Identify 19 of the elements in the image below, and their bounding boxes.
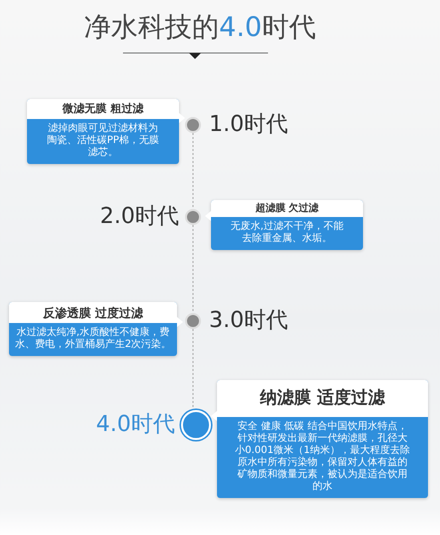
card-text: 无废水,过滤不干净，不能去除重金属、水垢。: [229, 221, 345, 245]
info-card: [27, 99, 179, 164]
title: 净水科技的4.0时代: [84, 11, 316, 45]
era-label: 4.0时代: [96, 414, 175, 436]
dotted-timeline-line: [192, 224, 194, 314]
card-heading: 微滤无膜 粗过滤: [27, 99, 179, 119]
dotted-timeline-line: [192, 132, 194, 210]
info-card: [9, 302, 177, 356]
era-label: 2.0时代: [100, 206, 179, 228]
card-heading: 超滤膜 欠过滤: [211, 200, 363, 217]
era-label: 3.0时代: [209, 310, 288, 332]
card-text: 滤掉肉眼可见过滤材料为陶瓷、活性碳PP棉，无膜滤芯。: [46, 123, 160, 159]
card-text: 水过滤太纯净,水质酸性不健康，费水、费电，外置桶易产生2次污染。: [14, 327, 172, 351]
era-label: 1.0时代: [209, 114, 288, 136]
info-card: [217, 380, 428, 498]
card-heading: 反渗透膜 过度过滤: [9, 302, 177, 323]
card-heading: 纳滤膜 适度过滤: [217, 380, 428, 417]
card-text: 安全 健康 低碳 结合中国饮用水特点，针对性研发出最新一代纳滤膜，孔径大小0.001微米（1纳米），最大程度去除原水中所有污染物，保留对人体有益的矿物质和微量元素，被认为是适合饮用的水: [234, 421, 410, 493]
info-card: [211, 200, 363, 250]
